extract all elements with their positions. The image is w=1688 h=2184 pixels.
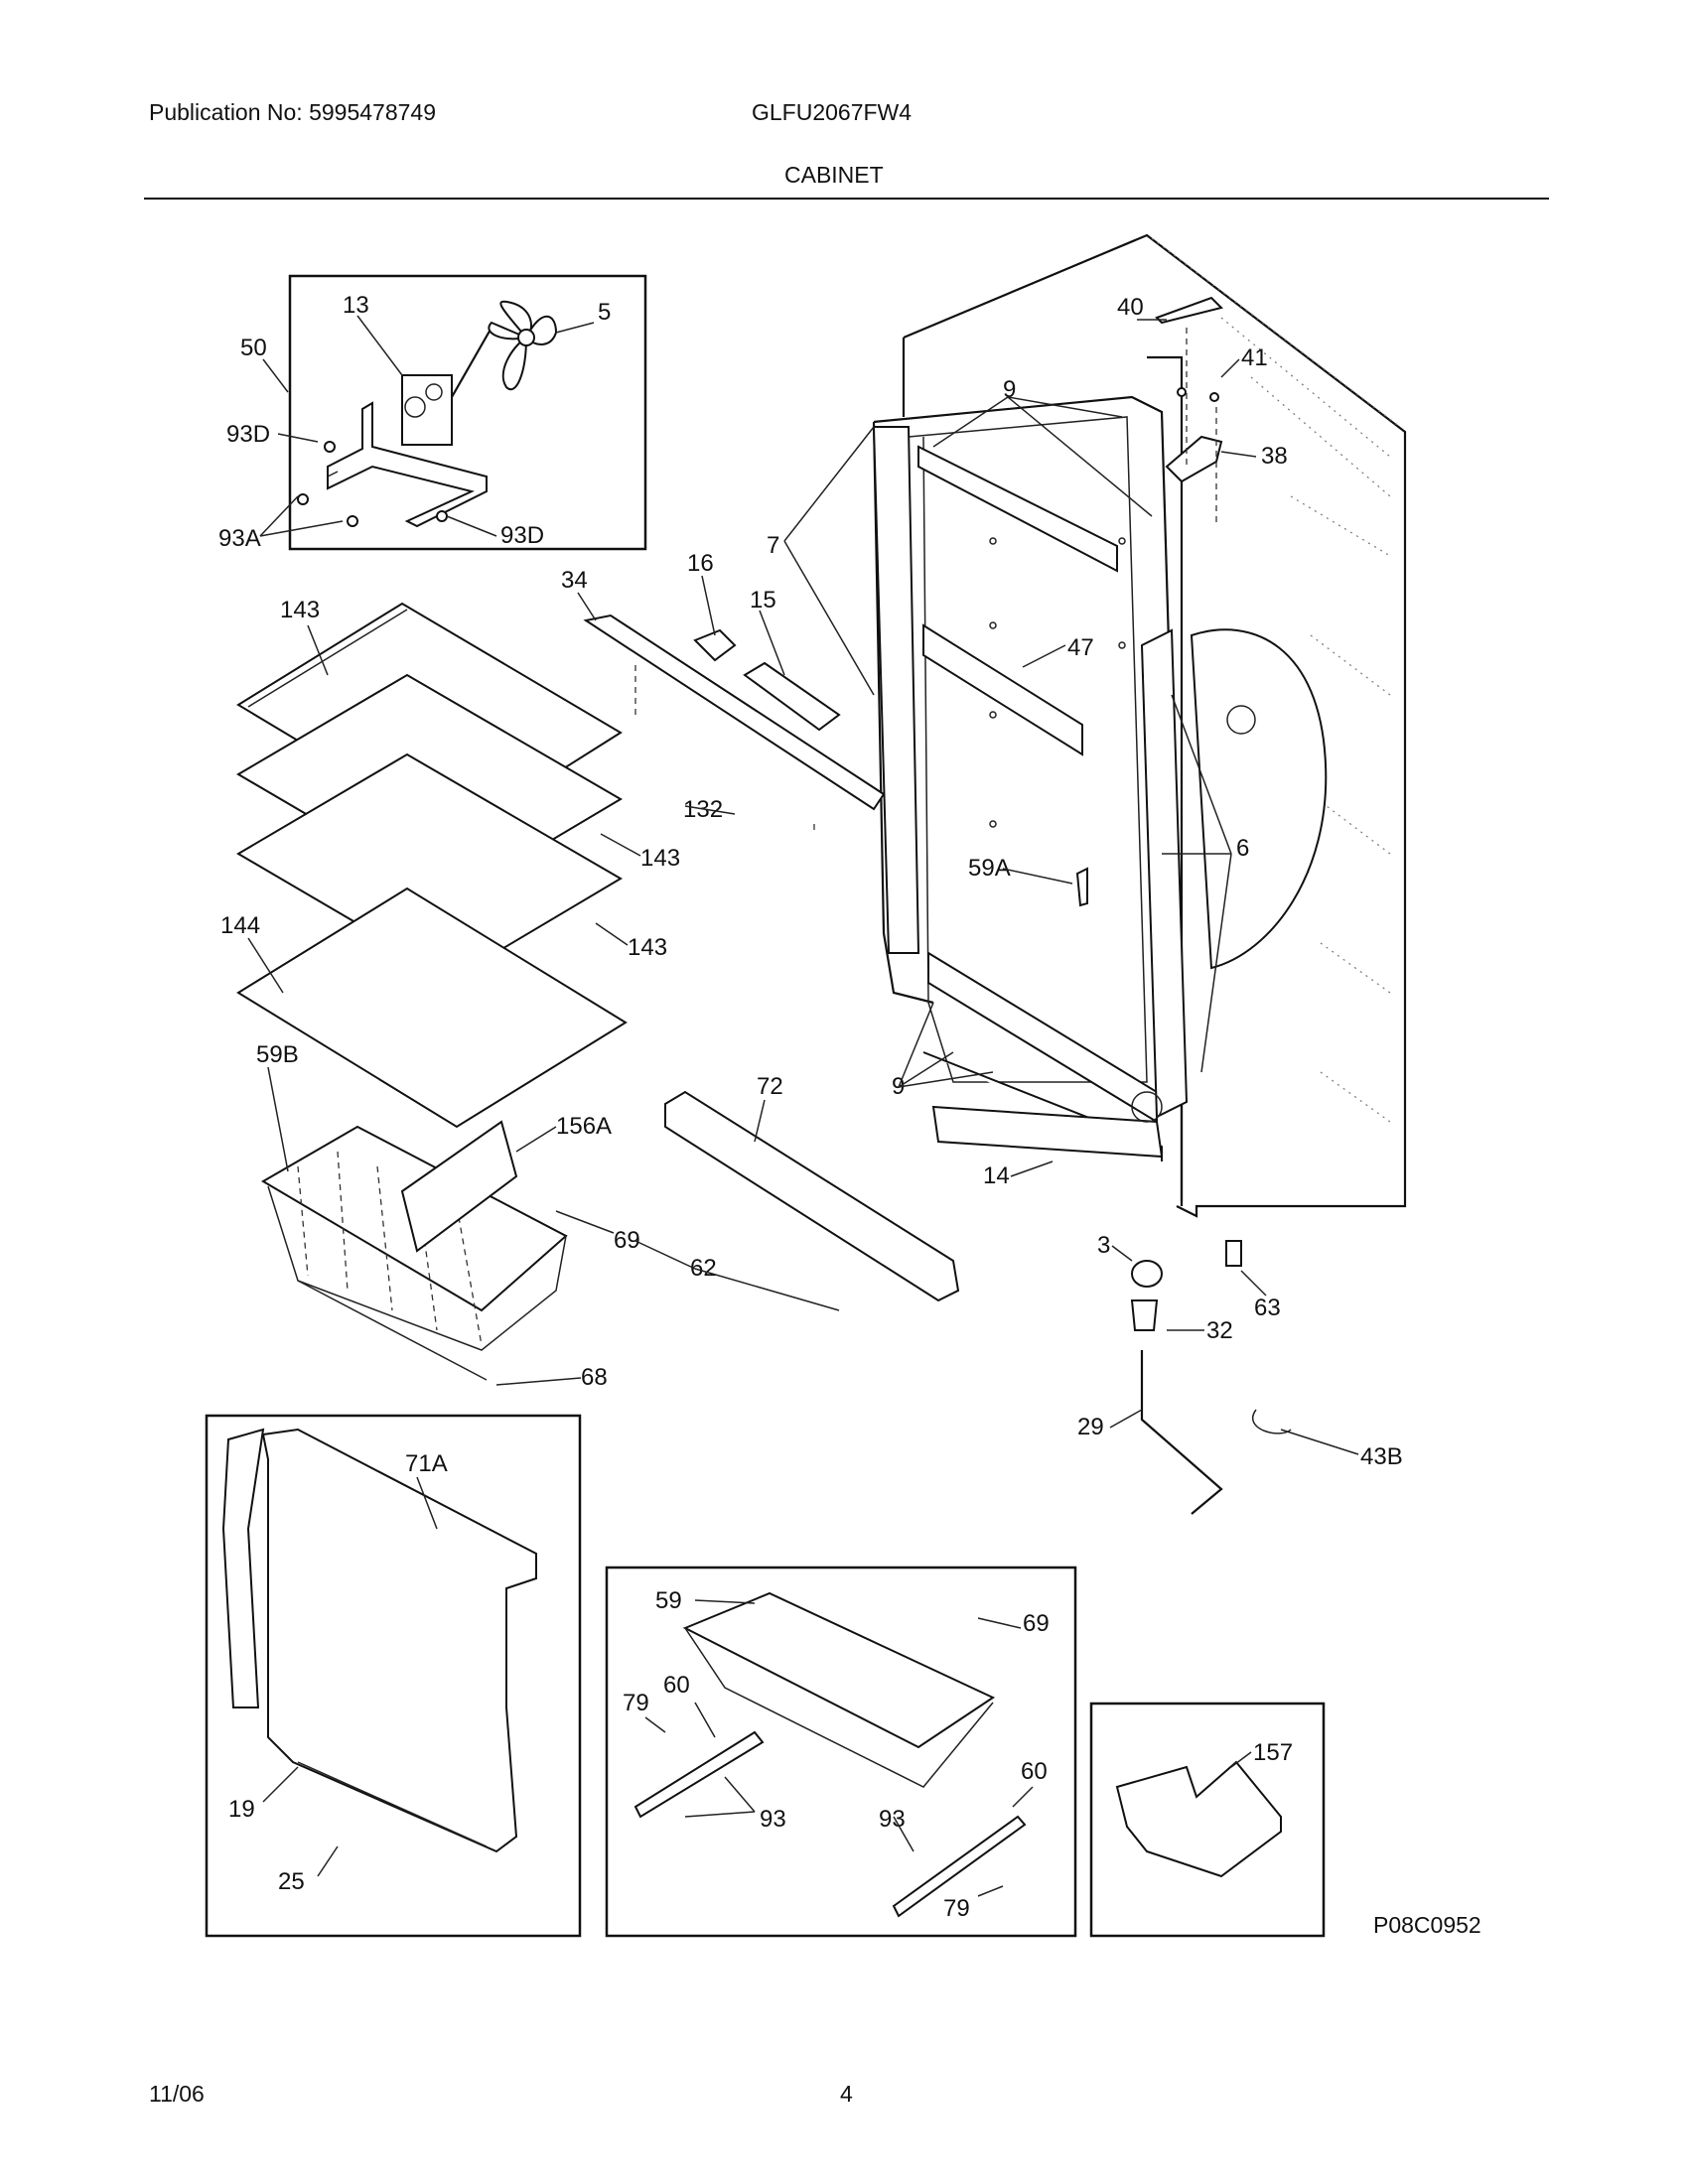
- part-label-6: 6: [1236, 835, 1249, 862]
- fan-motor-assembly: [297, 300, 558, 528]
- part-label-29: 29: [1077, 1414, 1104, 1440]
- part-label-93D: 93D: [500, 522, 544, 549]
- part-label-68: 68: [581, 1364, 608, 1391]
- part-label-157: 157: [1253, 1739, 1293, 1766]
- drain-assembly: [1130, 1240, 1292, 1515]
- part-label-38: 38: [1261, 443, 1288, 470]
- part-label-41: 41: [1241, 344, 1268, 371]
- footer-date: 11/06: [149, 2081, 205, 2107]
- publication-number: Publication No: 5995478749: [149, 99, 437, 125]
- fan-motor-inset-box: [288, 274, 647, 551]
- part-label-144: 144: [220, 912, 260, 939]
- door-liner: [221, 1428, 537, 1853]
- figure-code: P08C0952: [1373, 1912, 1481, 1938]
- part-label-59A: 59A: [968, 855, 1011, 882]
- part-label-143: 143: [640, 845, 680, 872]
- rail-and-light: [583, 614, 886, 834]
- part-label-5: 5: [598, 299, 611, 326]
- part-label-143: 143: [628, 934, 667, 961]
- part-label-93: 93: [879, 1806, 906, 1833]
- part-label-93A: 93A: [218, 525, 261, 552]
- shelf-stack: [236, 602, 628, 1129]
- part-label-71A: 71A: [405, 1450, 448, 1477]
- basket-small: [633, 1591, 1027, 1918]
- part-label-79: 79: [623, 1690, 649, 1716]
- part-label-13: 13: [343, 292, 369, 319]
- leader-lines: [247, 315, 1359, 1897]
- drain-pan: [1115, 1760, 1282, 1878]
- part-label-69: 69: [1023, 1610, 1050, 1637]
- door-liner-inset-box: [205, 1414, 582, 1938]
- part-label-25: 25: [278, 1868, 305, 1895]
- model-number: GLFU2067FW4: [752, 99, 913, 125]
- part-label-79: 79: [943, 1895, 970, 1922]
- part-label-19: 19: [228, 1796, 255, 1823]
- part-label-63: 63: [1254, 1295, 1281, 1321]
- part-label-43B: 43B: [1360, 1443, 1403, 1470]
- part-label-15: 15: [750, 587, 776, 614]
- page-number: 4: [840, 2081, 853, 2107]
- part-label-60: 60: [1021, 1758, 1048, 1785]
- part-label-14: 14: [983, 1162, 1010, 1189]
- top-hinge-assembly: [1155, 296, 1223, 526]
- part-label-50: 50: [240, 335, 267, 361]
- part-label-72: 72: [757, 1073, 783, 1100]
- kickplate: [664, 1090, 960, 1302]
- header-rule: [144, 198, 1549, 200]
- part-label-156A: 156A: [556, 1113, 612, 1140]
- part-label-59: 59: [655, 1587, 682, 1614]
- part-label-16: 16: [687, 550, 714, 577]
- part-label-47: 47: [1067, 634, 1094, 661]
- basket-large: [261, 1120, 568, 1381]
- part-label-60: 60: [663, 1672, 690, 1699]
- basket-inset-box: [605, 1566, 1077, 1938]
- part-label-7: 7: [767, 532, 779, 559]
- section-title: CABINET: [784, 162, 884, 188]
- part-label-9: 9: [1003, 376, 1016, 403]
- part-label-40: 40: [1117, 294, 1144, 321]
- cabinet-body: [872, 233, 1407, 1218]
- part-label-3: 3: [1097, 1232, 1110, 1259]
- part-label-143: 143: [280, 597, 320, 623]
- part-label-32: 32: [1206, 1317, 1233, 1344]
- drain-pan-inset-box: [1089, 1702, 1326, 1938]
- part-label-34: 34: [561, 567, 588, 594]
- part-label-93: 93: [760, 1806, 786, 1833]
- part-label-93D: 93D: [226, 421, 270, 448]
- part-label-59B: 59B: [256, 1041, 299, 1068]
